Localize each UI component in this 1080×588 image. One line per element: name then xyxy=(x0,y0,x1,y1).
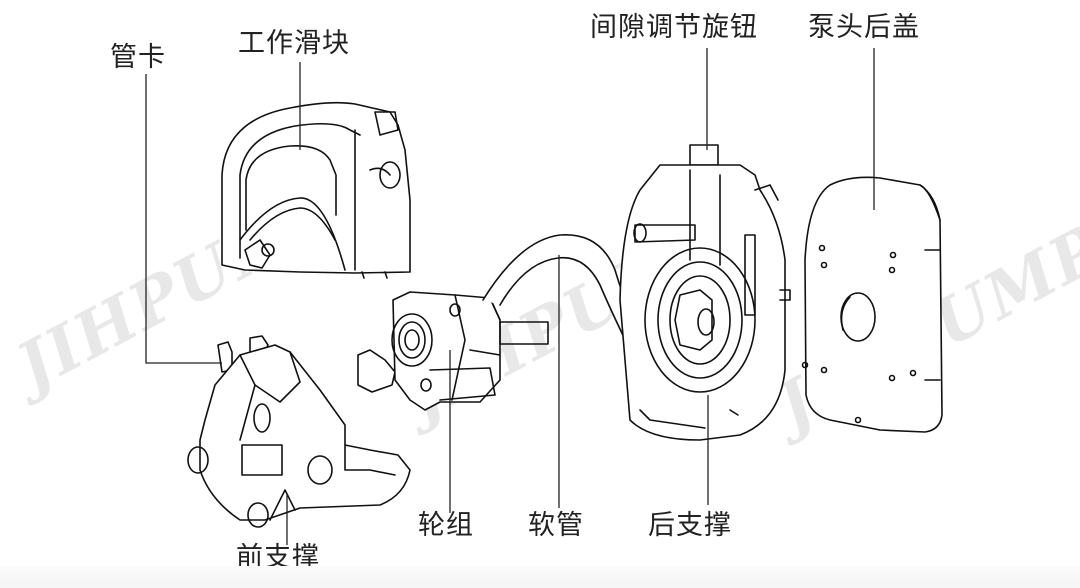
label-tube-clamp: 管卡 xyxy=(110,42,166,73)
label-gap-adjust-knob: 间隙调节旋钮 xyxy=(590,12,758,43)
front-support-part xyxy=(187,335,411,528)
pump-head-back-cover-part xyxy=(801,176,943,433)
label-hose: 软管 xyxy=(528,510,584,541)
working-slider-part xyxy=(221,101,411,279)
leader-tube-clamp xyxy=(145,74,222,364)
label-rear-support: 后支撑 xyxy=(648,510,732,541)
label-roller-group: 轮组 xyxy=(418,510,474,541)
bottom-band xyxy=(0,566,1080,588)
label-pump-head-back-cover: 泵头后盖 xyxy=(808,12,920,43)
roller-group-part xyxy=(357,291,549,411)
rear-support-part xyxy=(619,144,791,441)
label-working-slider: 工作滑块 xyxy=(238,28,350,59)
